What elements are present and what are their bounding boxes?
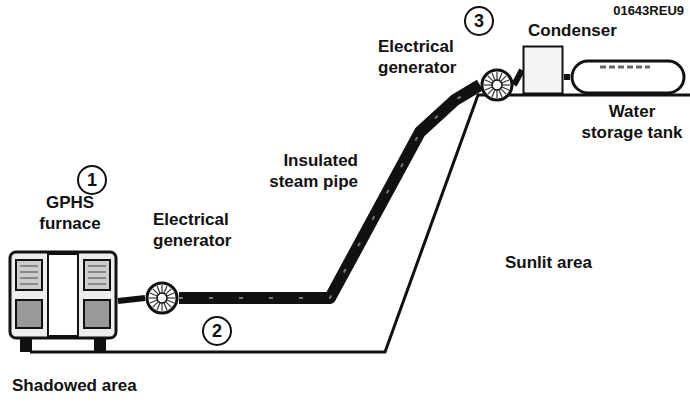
- node-label: GPHS furnace: [30, 192, 110, 234]
- node-label: Electrical generator: [378, 36, 478, 78]
- gphs-furnace: GPHS furnace: [8, 250, 118, 352]
- steam-pipe: [118, 298, 145, 301]
- region-label: Shadowed area: [12, 375, 172, 396]
- callout-number: 2: [202, 316, 232, 346]
- node-label: Electrical generator: [153, 209, 263, 251]
- region-label: Sunlit area: [505, 252, 625, 273]
- figure-id: 01643REU9: [590, 3, 684, 19]
- callout-number: 3: [464, 6, 494, 36]
- gphs-furnace-shape: [8, 250, 118, 352]
- water-storage-tank-shape: [570, 59, 686, 95]
- node-label: Condenser: [528, 20, 628, 41]
- node-label: Water storage tank: [580, 101, 684, 143]
- electrical-generator-shape: [145, 281, 179, 315]
- steam-pipe: [514, 70, 522, 85]
- callout-number: 1: [77, 165, 107, 195]
- water-storage-tank: Water storage tank: [570, 59, 686, 95]
- condenser: Condenser: [522, 45, 564, 95]
- electrical-generator: Electrical generator: [145, 281, 179, 315]
- pipe-label: Insulated steam pipe: [266, 150, 358, 192]
- steam-pipe: [564, 77, 570, 78]
- condenser-shape: [522, 45, 564, 95]
- steam-pipe: [179, 85, 480, 298]
- electrical-generator-shape: [480, 68, 514, 102]
- electrical-generator: Electrical generator: [480, 68, 514, 102]
